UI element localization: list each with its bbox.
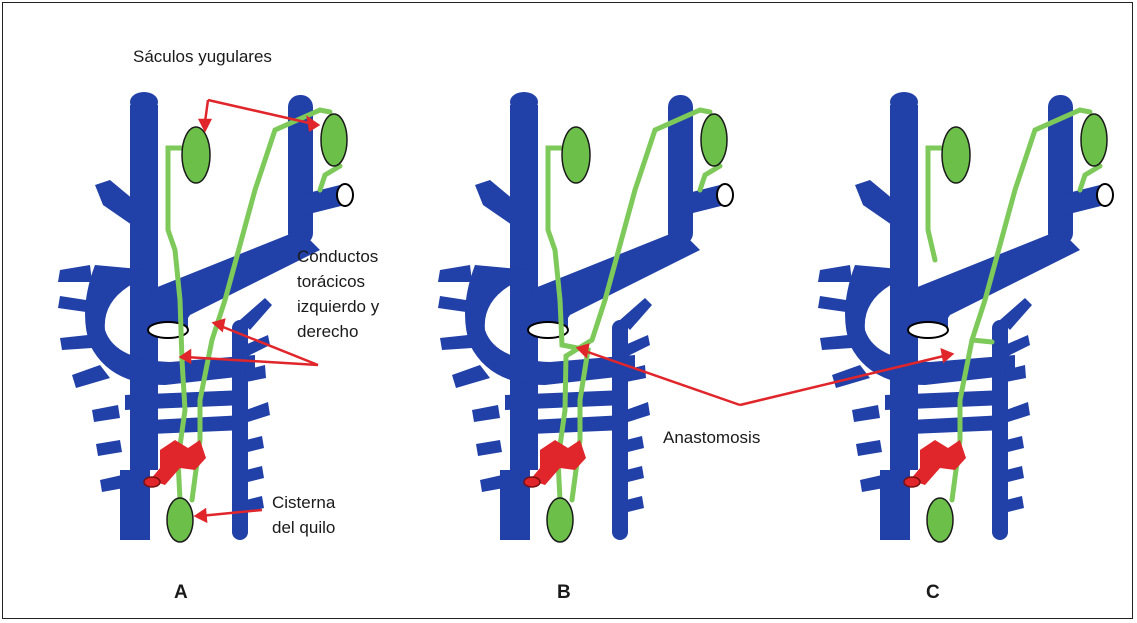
- svg-text:del quilo: del quilo: [272, 518, 335, 537]
- panel-label-c: C: [926, 582, 940, 603]
- panel-b: [438, 92, 733, 542]
- panel-label-b: B: [557, 582, 571, 603]
- label-jugular-sacs: Sáculos yugulares: [133, 47, 272, 66]
- label-anastomosis: Anastomosis: [663, 428, 760, 447]
- panel-c: [818, 92, 1113, 542]
- label-cisterna: Cisterna del quilo: [272, 493, 336, 537]
- svg-text:Cisterna: Cisterna: [272, 493, 336, 512]
- panel-label-a: A: [174, 582, 188, 603]
- svg-text:izquierdo y: izquierdo y: [297, 297, 380, 316]
- svg-text:torácicos: torácicos: [297, 272, 365, 291]
- svg-text:derecho: derecho: [297, 322, 358, 341]
- label-thoracic-ducts: Conductos torácicos izquierdo y derecho: [297, 247, 380, 341]
- svg-text:Conductos: Conductos: [297, 247, 378, 266]
- panel-a: [58, 92, 353, 542]
